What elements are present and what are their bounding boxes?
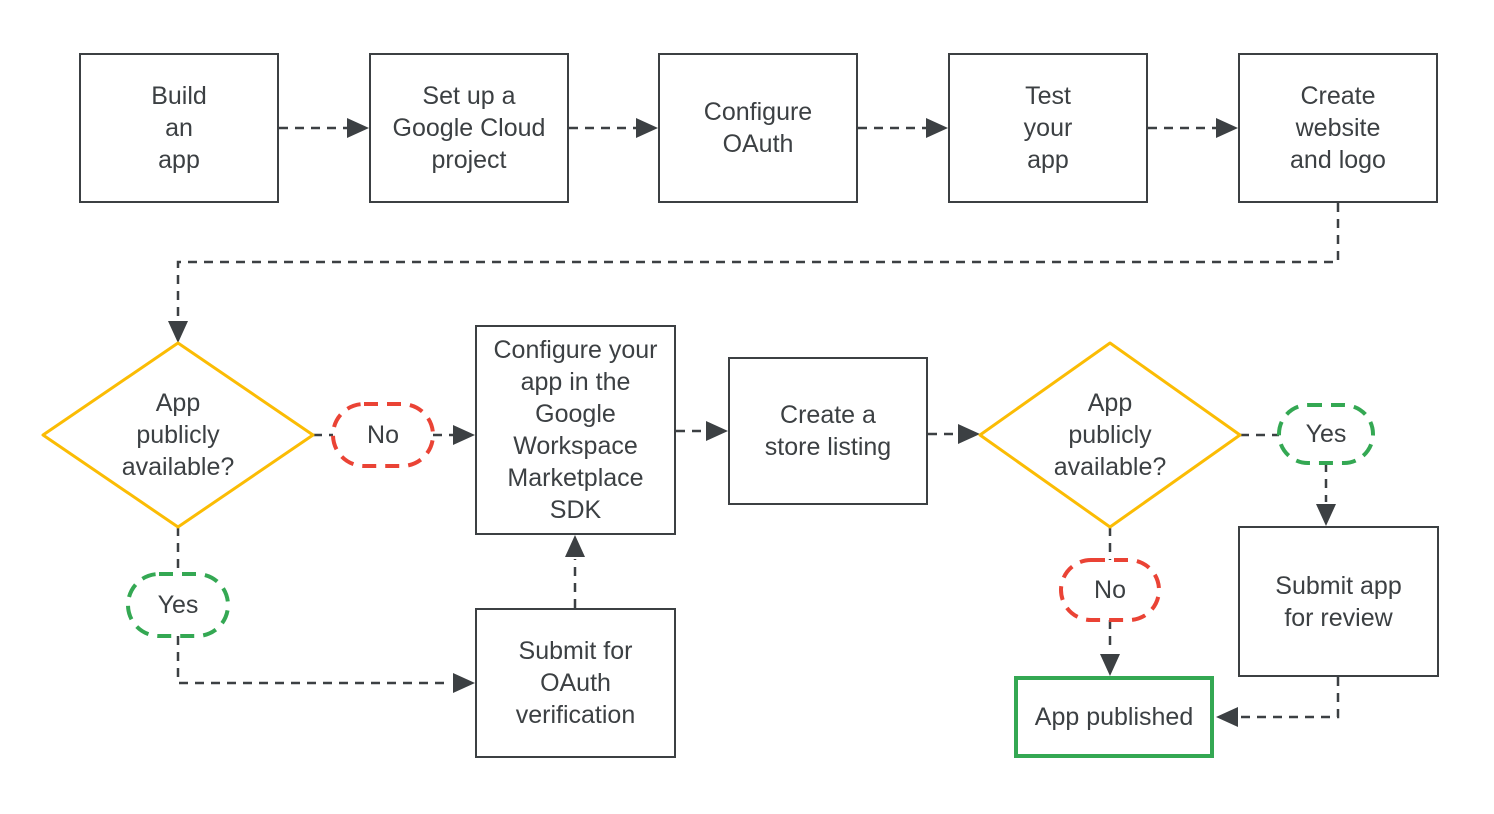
decision-diamond-app-publicly-available-2 xyxy=(978,341,1242,529)
node-submit-for-oauth-verification: Submit for OAuth verification xyxy=(475,608,676,758)
decision-diamond-app-publicly-available-1 xyxy=(41,341,315,529)
connector-website-to-decision1 xyxy=(168,203,1340,343)
connector-yes1-to-submit-oauth xyxy=(176,636,475,693)
no-badge-oval-2 xyxy=(1059,558,1161,622)
connector-configure-to-store-listing xyxy=(676,421,728,441)
connector-yes2-to-submit-review xyxy=(1316,463,1336,526)
node-configure-app-in-marketplace-sdk: Configure your app in the Google Workspa… xyxy=(475,325,676,535)
connector-no1-to-configure-marketplace xyxy=(433,425,475,445)
connector-setup-to-oauth xyxy=(569,118,658,138)
connector-no2-to-app-published xyxy=(1100,620,1120,676)
connector-submit-review-to-app-published xyxy=(1216,677,1340,727)
node-test-your-app: Test your app xyxy=(948,53,1148,203)
connector-oauth-to-test xyxy=(858,118,948,138)
no-label-2: No xyxy=(1094,576,1126,604)
node-app-published: App published xyxy=(1014,676,1214,758)
node-create-a-store-listing: Create a store listing xyxy=(728,357,928,505)
connector-store-listing-to-decision2 xyxy=(928,424,980,444)
node-set-up-google-cloud-project: Set up a Google Cloud project xyxy=(369,53,569,203)
node-submit-app-for-review: Submit app for review xyxy=(1238,526,1439,677)
connector-build-to-setup xyxy=(279,118,369,138)
decision-label-app-publicly-available-2: App publicly available? xyxy=(1053,389,1167,481)
decision-label-app-publicly-available-1: App publicly available? xyxy=(121,389,235,481)
node-configure-oauth: Configure OAuth xyxy=(658,53,858,203)
yes-badge-oval-2 xyxy=(1277,403,1375,465)
connector-submit-oauth-to-configure xyxy=(565,535,585,608)
yes-label-2: Yes xyxy=(1305,420,1347,448)
connector-test-to-website xyxy=(1148,118,1238,138)
node-create-website-and-logo: Create website and logo xyxy=(1238,53,1438,203)
yes-label-1: Yes xyxy=(157,591,199,619)
yes-badge-oval-1 xyxy=(126,572,230,638)
node-build-an-app: Build an app xyxy=(79,53,279,203)
no-label-1: No xyxy=(367,421,399,449)
no-badge-oval-1 xyxy=(331,402,435,468)
